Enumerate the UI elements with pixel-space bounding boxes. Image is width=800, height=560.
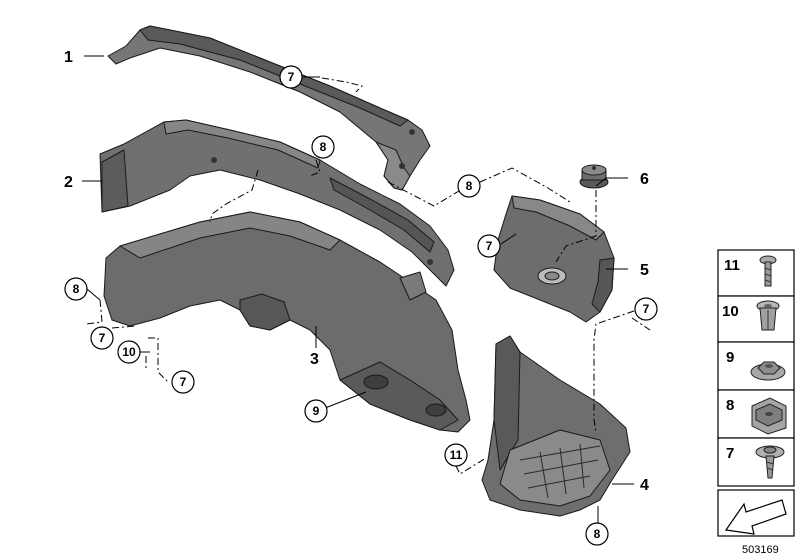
part-2-middle-panel[interactable] [99,119,455,287]
svg-text:8: 8 [73,282,80,296]
screw-icon [759,255,777,287]
label-part-4: 4 [640,477,649,494]
part-6-grommet[interactable] [579,164,609,189]
part-number-labels: 1 2 3 4 5 6 [64,49,649,494]
clip-nut-icon [751,397,787,435]
callout-7-top: 7 [279,65,303,89]
flange-screw-icon [755,445,785,479]
callout-11: 11 [444,443,468,467]
svg-text:7: 7 [99,331,106,345]
part-4-bracket[interactable] [481,335,631,517]
expanding-nut-icon [756,300,780,331]
svg-text:7: 7 [643,302,650,316]
svg-text:11: 11 [450,448,463,462]
callout-8-left: 8 [64,277,88,301]
diagram-number: 503169 [742,544,779,556]
svg-text:8: 8 [466,179,473,193]
callouts: 7 8 8 7 7 8 7 10 7 9 11 8 [64,65,658,546]
callout-10-left: 10 [117,340,141,364]
callout-9: 9 [304,399,328,423]
callout-8-bottom: 8 [585,522,609,546]
svg-text:7: 7 [486,239,493,253]
svg-text:10: 10 [122,345,136,359]
reference-lines [85,77,651,475]
leader-lines [82,55,634,523]
svg-text:11: 11 [724,257,740,274]
part-5-plate[interactable] [493,195,615,323]
legend-item-7[interactable]: 7 [717,437,795,487]
legend-item-10[interactable]: 10 [717,295,795,343]
callout-8-mid: 8 [311,135,335,159]
svg-text:7: 7 [288,70,295,84]
legend-item-8[interactable]: 8 [717,389,795,439]
callout-7-cover: 7 [477,234,501,258]
part-1-upper-panel[interactable] [107,25,431,191]
svg-text:8: 8 [726,397,734,414]
fastener-legend: 11 10 9 [717,249,795,556]
legend-item-11[interactable]: 11 [717,249,795,297]
svg-text:7: 7 [180,375,187,389]
callout-7-right: 7 [634,297,658,321]
svg-text:8: 8 [594,527,601,541]
part-3-lower-panel[interactable] [103,211,471,433]
hex-nut-icon [750,361,786,381]
callout-7-left: 7 [90,326,114,350]
legend-item-9[interactable]: 9 [717,341,795,391]
callout-8-right: 8 [457,174,481,198]
label-part-2: 2 [64,174,73,191]
label-part-3: 3 [310,351,319,368]
label-part-5: 5 [640,262,649,279]
svg-text:9: 9 [313,404,320,418]
svg-text:8: 8 [320,140,327,154]
svg-text:7: 7 [726,445,734,462]
svg-text:9: 9 [726,349,734,366]
svg-text:10: 10 [722,303,739,320]
direction-arrow-icon [724,499,787,535]
label-part-6: 6 [640,171,649,188]
callout-7-lower: 7 [171,370,195,394]
label-part-1: 1 [64,49,73,66]
direction-arrow-box [717,489,795,537]
